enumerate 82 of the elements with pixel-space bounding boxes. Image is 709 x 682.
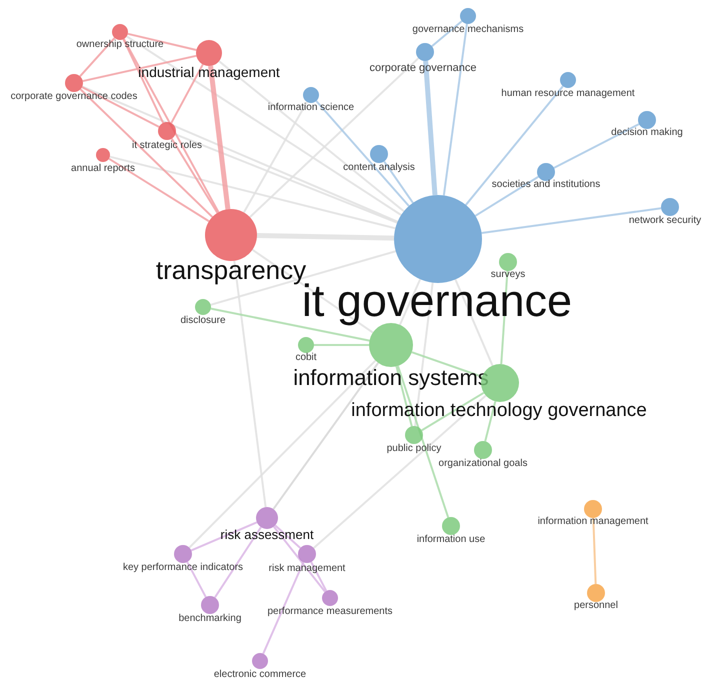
link-line bbox=[186, 561, 207, 598]
keyword-label: personnel bbox=[574, 601, 618, 611]
link-line bbox=[82, 86, 398, 223]
link-line bbox=[208, 66, 230, 210]
link-line bbox=[218, 60, 404, 212]
keyword-label: information use bbox=[416, 535, 486, 545]
keyword-label: information science bbox=[268, 103, 354, 113]
link-line bbox=[554, 123, 640, 169]
link-line bbox=[442, 24, 468, 196]
link-line bbox=[122, 38, 164, 124]
keyword-label: industrial management bbox=[138, 65, 280, 79]
keyword-label: surveys bbox=[490, 270, 526, 280]
link-line bbox=[310, 562, 328, 592]
link-line bbox=[210, 250, 396, 306]
keyword-label: disclosure bbox=[180, 316, 226, 326]
keyword-label: corporate governance codes bbox=[10, 92, 138, 102]
keyword-label: information systems bbox=[293, 367, 489, 389]
link-line bbox=[592, 518, 597, 584]
link-line bbox=[316, 100, 410, 207]
link-line bbox=[249, 57, 420, 218]
link-line bbox=[110, 156, 396, 230]
link-line bbox=[233, 260, 267, 508]
keyword-label: corporate governance bbox=[369, 62, 476, 74]
keyword-label: transparency bbox=[156, 257, 306, 283]
keyword-label: information technology governance bbox=[351, 400, 647, 420]
keyword-label: human resource management bbox=[501, 89, 635, 99]
link-line bbox=[128, 32, 197, 51]
link-line bbox=[79, 37, 116, 77]
keyword-label: key performance indicators bbox=[122, 563, 244, 573]
link-line bbox=[210, 308, 370, 342]
link-line bbox=[126, 36, 402, 216]
link-line bbox=[188, 360, 376, 548]
keyword-label: risk assessment bbox=[220, 528, 314, 540]
link-line bbox=[411, 351, 482, 378]
keyword-label: content analysis bbox=[343, 163, 415, 173]
link-line bbox=[80, 88, 214, 218]
link-line bbox=[423, 60, 438, 196]
keyword-label: network security bbox=[628, 216, 702, 226]
keyword-label: decision making bbox=[611, 128, 683, 138]
link-line bbox=[395, 366, 413, 427]
link-line bbox=[243, 101, 308, 213]
link-line bbox=[313, 394, 486, 549]
link-line bbox=[474, 176, 539, 217]
link-line bbox=[82, 86, 160, 128]
keyword-label: organizational goals bbox=[438, 459, 528, 469]
link-line bbox=[383, 160, 414, 204]
link-line bbox=[421, 392, 484, 432]
keyword-label: cobit bbox=[295, 353, 317, 363]
link-line bbox=[252, 248, 374, 334]
link-line bbox=[454, 279, 494, 366]
link-line bbox=[414, 282, 434, 426]
keyword-label: risk management bbox=[268, 564, 346, 574]
keyword-label: governance mechanisms bbox=[412, 25, 524, 35]
keyword-label: ownership structure bbox=[76, 40, 164, 50]
link-line bbox=[314, 344, 369, 346]
link-line bbox=[273, 526, 326, 592]
link-line bbox=[82, 54, 197, 82]
link-line bbox=[484, 401, 496, 442]
keyword-label: annual reports bbox=[71, 164, 135, 174]
link-line bbox=[399, 278, 422, 326]
keyword-label: societies and institutions bbox=[492, 180, 600, 190]
link-line bbox=[465, 86, 564, 206]
link-line bbox=[122, 38, 220, 213]
link-line bbox=[396, 366, 450, 518]
link-line bbox=[256, 233, 394, 241]
link-line bbox=[108, 158, 210, 222]
link-line bbox=[272, 362, 379, 510]
keyword-label: information management bbox=[538, 517, 648, 527]
keyword-label: public policy bbox=[386, 444, 442, 454]
keyword-label: benchmarking bbox=[178, 614, 242, 624]
link-line bbox=[174, 133, 398, 224]
keyword-label: performance measurements bbox=[267, 607, 393, 617]
link-line bbox=[190, 521, 258, 552]
link-line bbox=[262, 562, 304, 654]
link-line bbox=[481, 207, 662, 234]
keyword-label: it strategic roles bbox=[132, 141, 202, 151]
link-line bbox=[170, 138, 218, 214]
link-line bbox=[170, 64, 204, 124]
link-line bbox=[214, 526, 262, 598]
link-line bbox=[274, 524, 301, 549]
link-line bbox=[431, 20, 462, 47]
keyword-label: electronic commerce bbox=[214, 670, 306, 680]
